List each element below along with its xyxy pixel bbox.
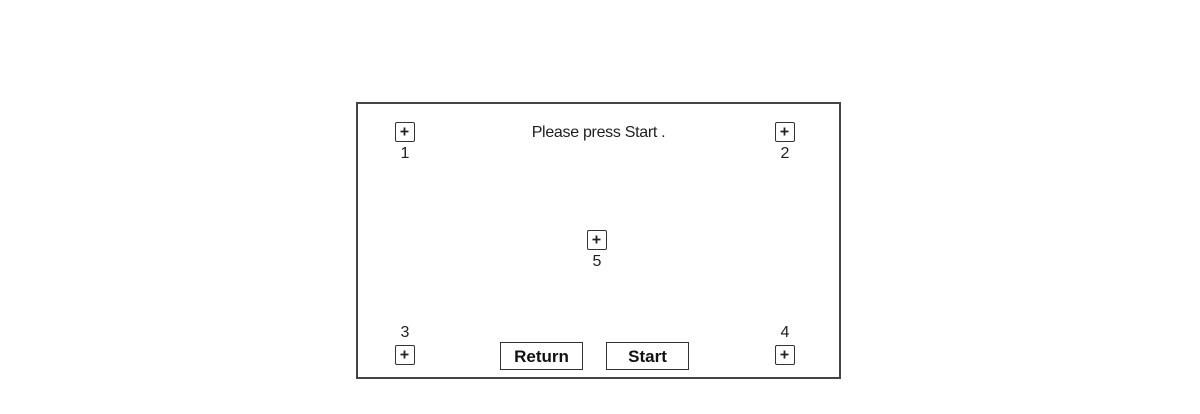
- calibration-target-5: 5: [587, 230, 609, 274]
- target-number-2: 2: [780, 145, 790, 162]
- calibration-point-5-icon[interactable]: [587, 230, 607, 250]
- calibration-point-4-icon[interactable]: [775, 345, 795, 365]
- calibration-screen: Please press Start . 1 2 5 3 4 Return St: [356, 102, 841, 379]
- return-button[interactable]: Return: [500, 342, 583, 370]
- target-number-5: 5: [592, 253, 602, 270]
- calibration-target-1: 1: [395, 122, 417, 166]
- calibration-target-3: 3: [395, 325, 417, 369]
- calibration-point-2-icon[interactable]: [775, 122, 795, 142]
- start-button[interactable]: Start: [606, 342, 689, 370]
- target-number-3: 3: [400, 324, 410, 341]
- calibration-point-1-icon[interactable]: [395, 122, 415, 142]
- target-number-1: 1: [400, 145, 410, 162]
- calibration-point-3-icon[interactable]: [395, 345, 415, 365]
- calibration-target-4: 4: [775, 325, 797, 369]
- target-number-4: 4: [780, 324, 790, 341]
- calibration-target-2: 2: [775, 122, 797, 166]
- instruction-text: Please press Start .: [531, 124, 666, 141]
